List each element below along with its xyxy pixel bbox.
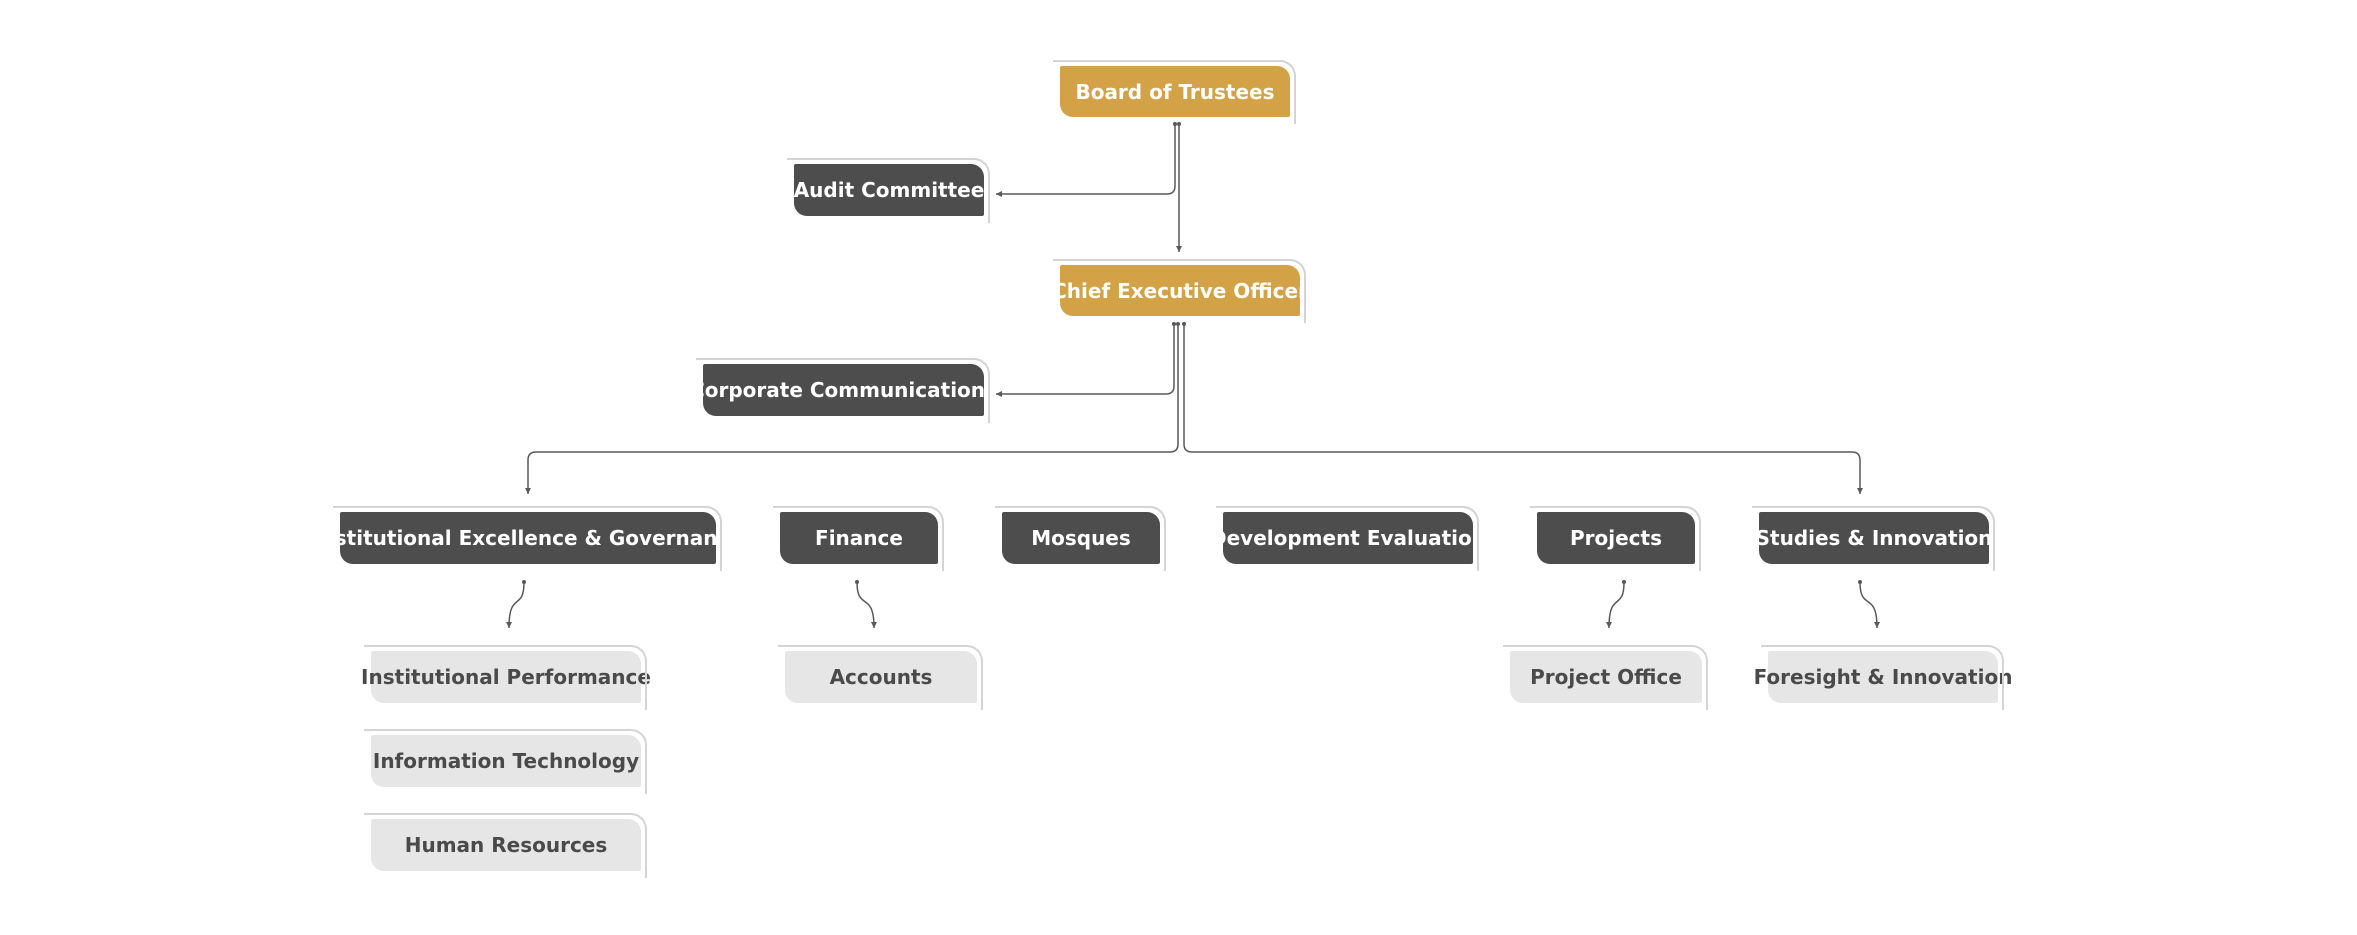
- connector-ceo-studies: [1182, 322, 1863, 494]
- connector-ceo-corpcomm: [996, 322, 1176, 397]
- connector-ieg-instperf: [506, 580, 526, 629]
- node-information-technology[interactable]: Information Technology: [364, 729, 647, 794]
- node-finance[interactable]: Finance: [773, 506, 944, 571]
- node-foresight-innovation[interactable]: Foresight & Innovation: [1754, 645, 2012, 710]
- node-development-evaluation[interactable]: Development Evaluation: [1210, 506, 1486, 571]
- connector-studies-foresight: [1858, 580, 1880, 629]
- node-studies-innovation[interactable]: Studies & Innovation: [1752, 506, 1995, 571]
- node-audit-committee[interactable]: Audit Committee: [787, 158, 990, 223]
- node-project-office[interactable]: Project Office: [1503, 645, 1708, 710]
- connector-ceo-ieg: [525, 322, 1180, 494]
- connector-projects-projoffice: [1606, 580, 1626, 629]
- node-chief-executive-officer[interactable]: Chief Executive Officer: [1052, 259, 1308, 323]
- node-projects[interactable]: Projects: [1530, 506, 1701, 571]
- node-accounts[interactable]: Accounts: [778, 645, 983, 710]
- node-institutional-excellence-governance[interactable]: Institutional Excellence & Governance: [313, 506, 743, 571]
- node-human-resources[interactable]: Human Resources: [364, 813, 647, 878]
- connector-finance-accounts: [855, 580, 877, 629]
- node-corporate-communications[interactable]: Corporate Communications: [690, 358, 997, 423]
- node-board-of-trustees[interactable]: Board of Trustees: [1053, 60, 1296, 124]
- connector-board-audit: [996, 122, 1177, 197]
- node-institutional-performance[interactable]: Institutional Performance: [361, 645, 651, 710]
- node-mosques[interactable]: Mosques: [995, 506, 1166, 571]
